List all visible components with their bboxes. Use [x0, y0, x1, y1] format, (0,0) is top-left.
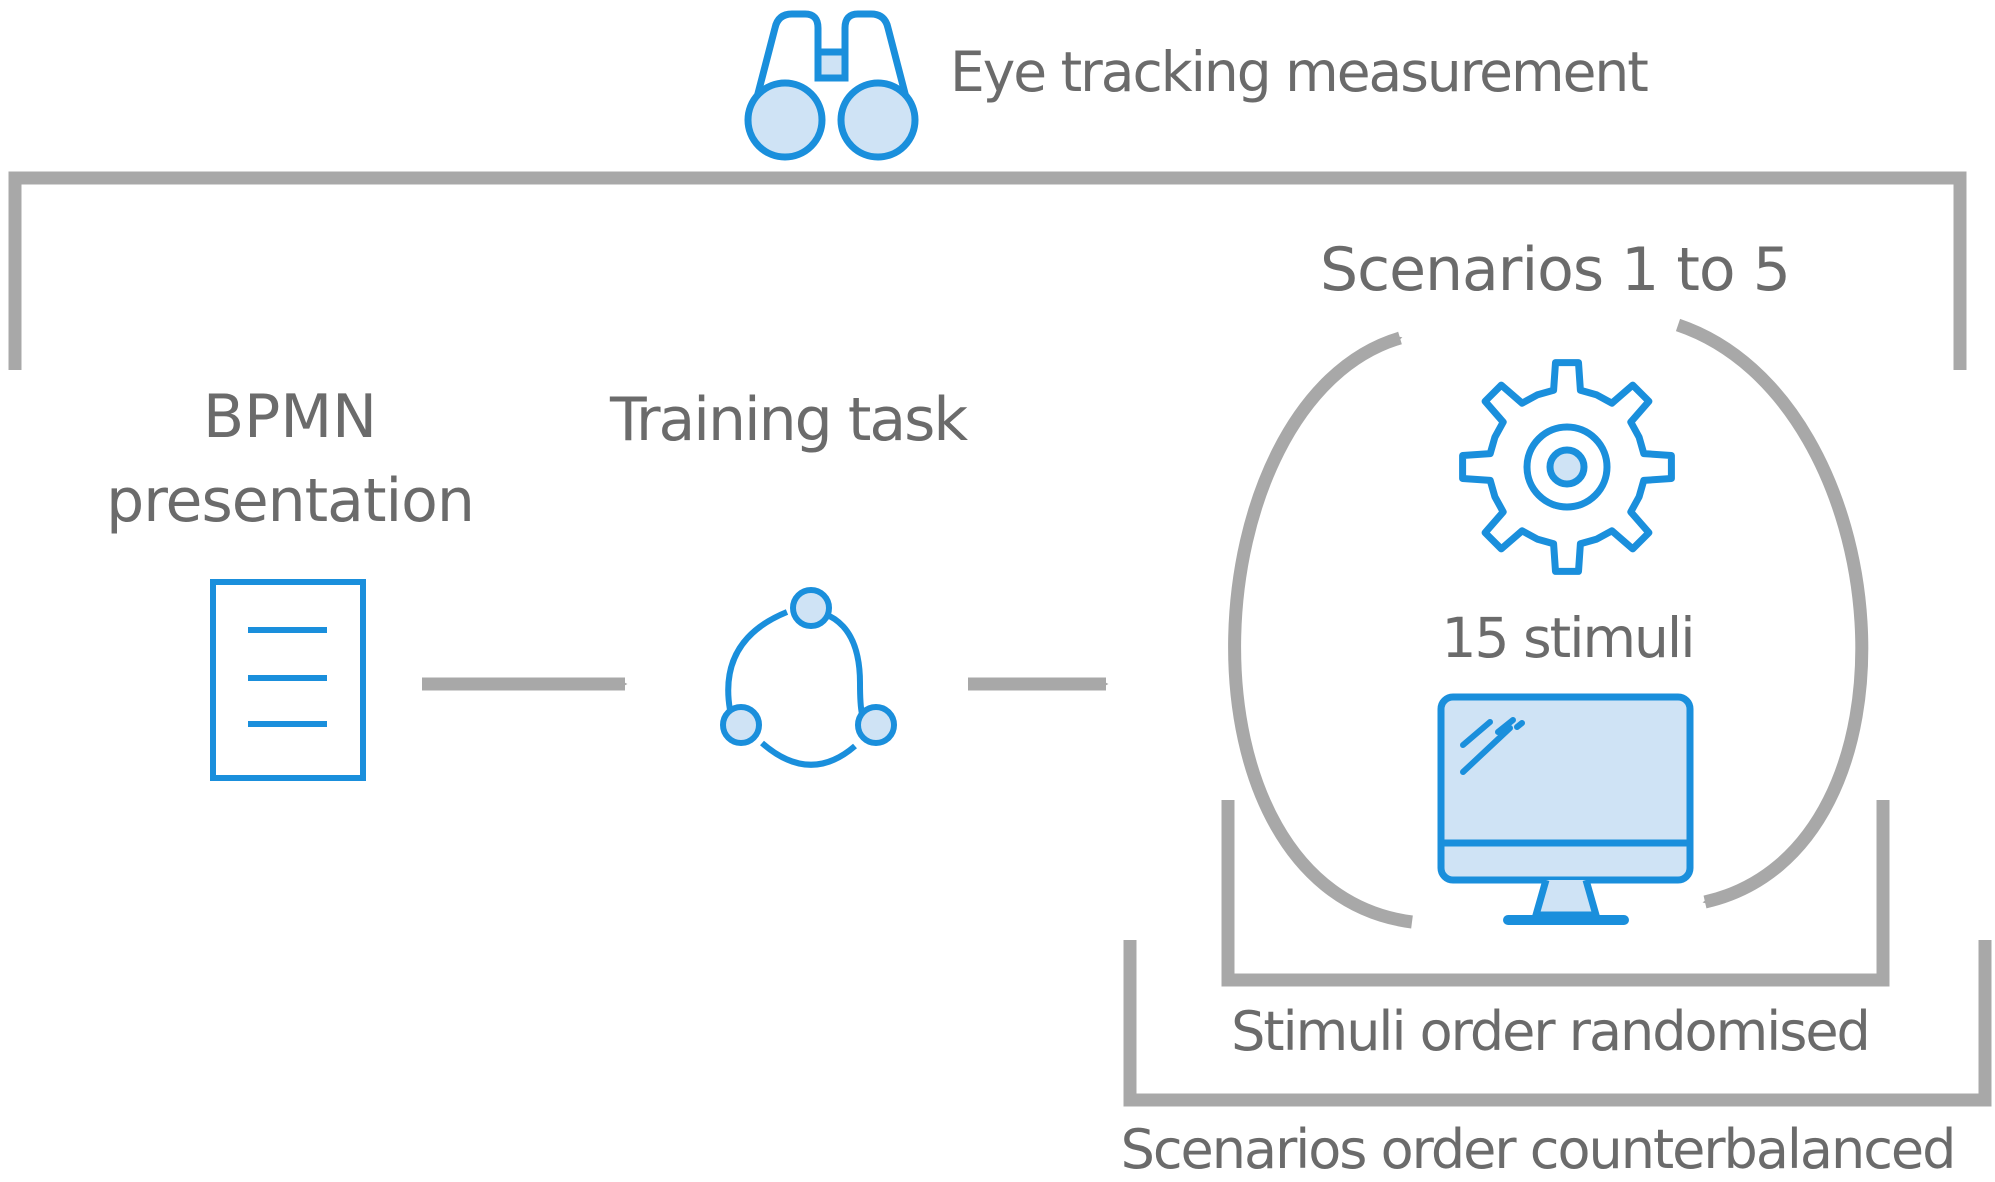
scenarios-label: Scenarios 1 to 5	[1320, 235, 1791, 305]
stimuli-order-bracket	[1221, 800, 1890, 987]
share-network-icon	[720, 587, 897, 768]
gear-icon	[1459, 359, 1675, 575]
document-icon	[210, 579, 366, 781]
stimuli-count-label: 15 stimuli	[1441, 606, 1696, 670]
monitor-icon	[1437, 693, 1694, 925]
eye-tracking-bracket	[8, 171, 1967, 370]
cycle-arrow-left	[1228, 331, 1413, 929]
scenarios-order-label: Scenarios order counterbalanced	[1120, 1118, 1957, 1181]
bpmn-label-line1: BPMN	[203, 382, 377, 452]
scenarios-order-bracket	[1123, 940, 1992, 1107]
cycle-arrow-right	[1675, 318, 1869, 909]
stimuli-order-label: Stimuli order randomised	[1231, 1000, 1871, 1063]
training-task-label: Training task	[610, 385, 968, 455]
bpmn-label-line2: presentation	[106, 466, 475, 536]
binoculars-icon	[744, 10, 919, 161]
eye-tracking-label: Eye tracking measurement	[950, 40, 1649, 104]
